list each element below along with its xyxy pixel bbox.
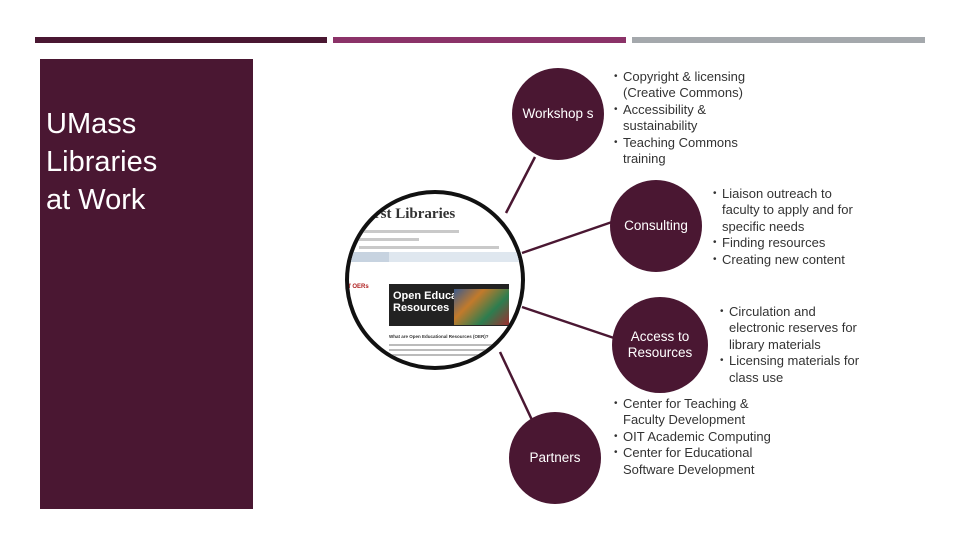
screenshot-text-line [359,246,499,249]
panel-title: UMass Libraries at Work [46,105,157,219]
bullet-item: OIT Academic Computing [614,429,774,446]
node-label: Access to Resources [627,329,693,360]
screenshot-text-line [389,349,509,351]
bullet-item: Copyright & licensing (Creative Commons) [614,69,774,102]
node-label: Consulting [624,218,688,233]
bullet-item: Center for Educational Software Developm… [614,445,774,478]
bullet-item: Teaching Commons training [614,135,774,168]
panel-title-line: UMass [46,108,137,140]
workshops-bullets: Copyright & licensing (Creative Commons)… [614,69,774,167]
bullet-item: Finding resources [713,235,863,252]
screenshot-nav-bar-highlight [389,252,521,262]
node-consulting: Consulting [610,180,702,272]
bullet-item: Center for Teaching & Faculty Developmen… [614,396,774,429]
bullet-item: Liaison outreach to faculty to apply and… [713,186,863,235]
node-access: Access to Resources [612,297,708,393]
bullet-item: Circulation and electronic reserves for … [720,304,860,353]
header-bar-primary [35,37,327,43]
library-logo: herst Libraries [359,206,456,222]
node-label: Workshop s [522,106,594,121]
access-bullets: Circulation and electronic reserves for … [720,304,860,386]
partners-bullets: Center for Teaching & Faculty Developmen… [614,396,774,478]
oer-banner-image [454,289,509,325]
connector-access [521,305,615,340]
screenshot-side-text: of OERs [345,284,369,290]
node-partners: Partners [509,412,601,504]
consulting-bullets: Liaison outreach to faculty to apply and… [713,186,863,268]
screenshot-text-line [359,238,419,241]
screenshot-text-line [389,344,514,346]
screenshot-text-line [389,354,499,356]
oer-question: What are Open Educational Resources (OER… [389,334,489,339]
connector-workshops [504,156,537,214]
bullet-item: Accessibility & sustainability [614,102,774,135]
screenshot-text-line [359,230,459,233]
bullet-item: Licensing materials for class use [720,353,860,386]
node-label: Partners [529,450,581,465]
connector-partners [498,351,534,421]
bullet-item: Creating new content [713,252,863,269]
header-bar-gray [632,37,925,43]
panel-title-line: Libraries [46,146,158,178]
node-workshops: Workshop s [512,68,604,160]
panel-title-line: at Work [46,184,146,216]
title-panel: UMass Libraries at Work [40,59,253,509]
oer-website-screenshot: herst Libraries of OERs Open Educational… [345,190,525,370]
connector-consulting [521,220,613,255]
header-bar-accent [333,37,626,43]
